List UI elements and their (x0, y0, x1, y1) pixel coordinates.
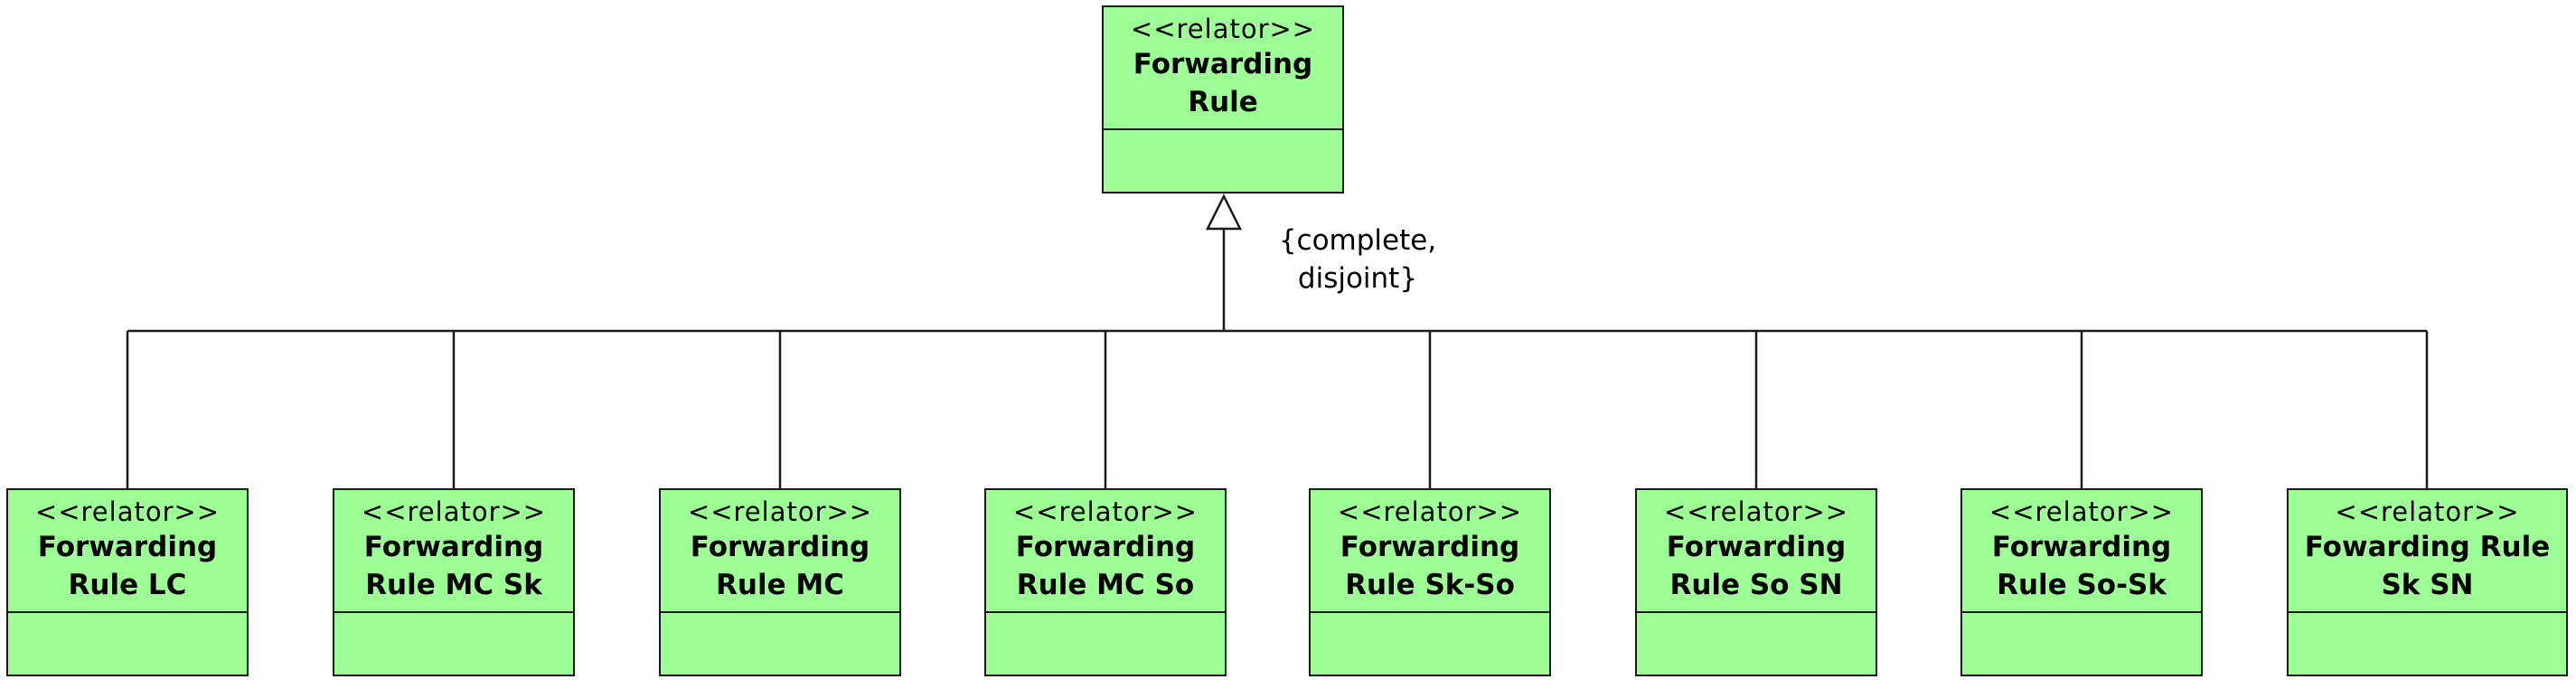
name-compartment: <<relator>> Forwarding Rule Sk-So (1311, 490, 1549, 613)
class-fowarding-rule-sk-sn[interactable]: <<relator>> Fowarding Rule Sk SN (2287, 488, 2568, 676)
class-stereotype: <<relator>> (1012, 496, 1199, 527)
class-name: Forwarding Rule So-Sk (1991, 531, 2172, 601)
class-forwarding-rule[interactable]: <<relator>> Forwarding Rule (1102, 5, 1344, 193)
name-compartment: <<relator>> Forwarding Rule LC (8, 490, 247, 613)
class-forwarding-rule-lc[interactable]: <<relator>> Forwarding Rule LC (6, 488, 249, 676)
class-name: Forwarding Rule LC (37, 531, 218, 601)
class-forwarding-rule-mc-so[interactable]: <<relator>> Forwarding Rule MC So (984, 488, 1227, 676)
class-stereotype: <<relator>> (1663, 496, 1849, 527)
name-compartment: <<relator>> Forwarding Rule So-Sk (1962, 490, 2201, 613)
class-name: Forwarding Rule MC Sk (363, 531, 544, 601)
name-compartment: <<relator>> Fowarding Rule Sk SN (2289, 490, 2566, 613)
class-stereotype: <<relator>> (1337, 496, 1523, 527)
class-forwarding-rule-so-sk[interactable]: <<relator>> Forwarding Rule So-Sk (1960, 488, 2203, 676)
class-forwarding-rule-sk-so[interactable]: <<relator>> Forwarding Rule Sk-So (1309, 488, 1551, 676)
name-compartment: <<relator>> Forwarding Rule MC (661, 490, 899, 613)
class-stereotype: <<relator>> (34, 496, 221, 527)
class-name: Fowarding Rule Sk SN (2304, 531, 2551, 601)
class-stereotype: <<relator>> (1130, 14, 1316, 44)
class-name: Forwarding Rule (1133, 48, 1313, 118)
generalization-set-constraint: {complete, disjoint} (1278, 224, 1437, 295)
class-stereotype: <<relator>> (687, 496, 873, 527)
class-name: Forwarding Rule MC So (1015, 531, 1196, 601)
name-compartment: <<relator>> Forwarding Rule So SN (1637, 490, 1876, 613)
generalization-arrowhead-icon (1205, 193, 1243, 231)
name-compartment: <<relator>> Forwarding Rule MC Sk (334, 490, 573, 613)
class-stereotype: <<relator>> (2335, 496, 2520, 527)
class-stereotype: <<relator>> (361, 496, 547, 527)
name-compartment: <<relator>> Forwarding Rule MC So (986, 490, 1225, 613)
class-name: Forwarding Rule So SN (1666, 531, 1847, 601)
class-stereotype: <<relator>> (1988, 496, 2175, 527)
class-forwarding-rule-mc[interactable]: <<relator>> Forwarding Rule MC (659, 488, 901, 676)
class-name: Forwarding Rule MC (690, 531, 870, 601)
name-compartment: <<relator>> Forwarding Rule (1104, 7, 1342, 130)
class-forwarding-rule-mc-sk[interactable]: <<relator>> Forwarding Rule MC Sk (333, 488, 575, 676)
class-forwarding-rule-so-sn[interactable]: <<relator>> Forwarding Rule So SN (1635, 488, 1877, 676)
class-name: Forwarding Rule Sk-So (1340, 531, 1520, 601)
